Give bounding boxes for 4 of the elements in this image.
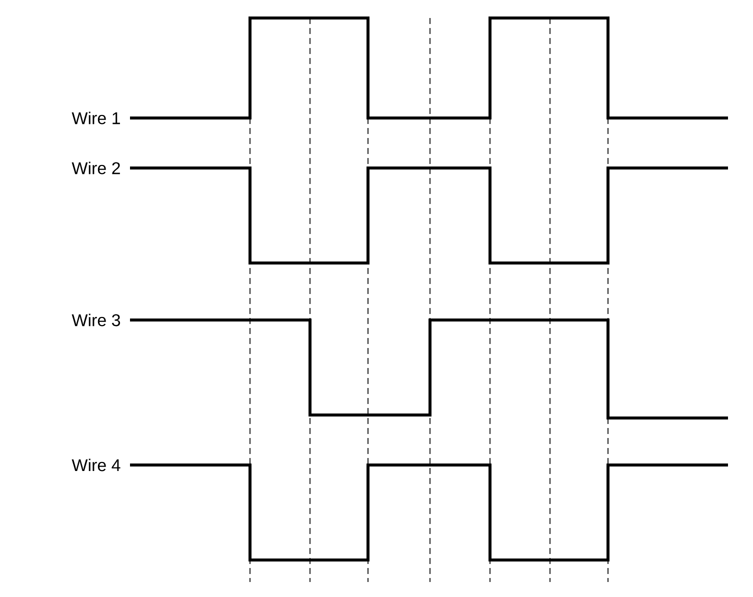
wire-label: Wire 2 <box>72 162 120 174</box>
wire-label: Wire 3 <box>72 314 120 326</box>
wire-label: Wire 1 <box>72 112 120 124</box>
wire-label: Wire 4 <box>72 458 120 472</box>
